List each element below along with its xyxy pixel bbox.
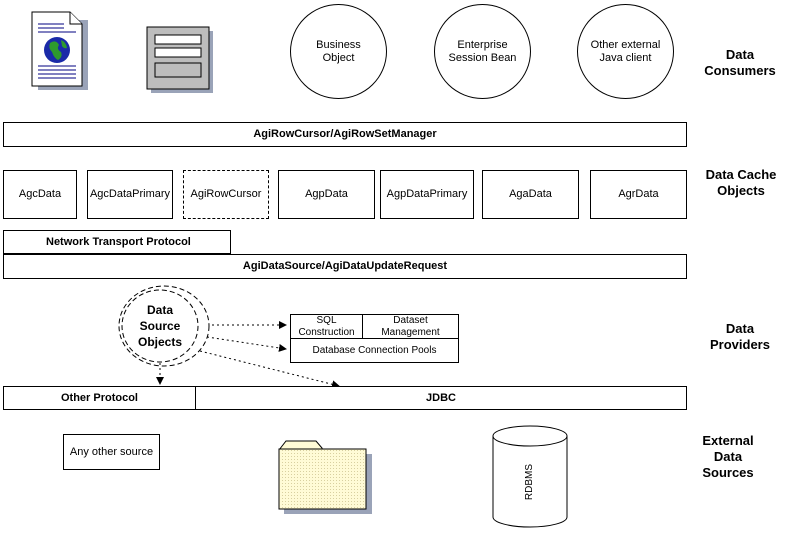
cache-agirowcursor: AgiRowCursor	[183, 170, 269, 219]
web-page-icon	[31, 11, 88, 90]
layer-label-consumers: Data Consumers	[704, 47, 776, 78]
provider-sql-construction: SQL Construction	[290, 314, 363, 339]
folder-icon	[278, 440, 372, 514]
layer-label-cache: Data Cache Objects	[705, 167, 777, 198]
cache-agrdata: AgrData	[590, 170, 687, 219]
provider-connection-pools: Database Connection Pools	[290, 338, 459, 363]
ds-objects-inner-ring	[121, 289, 199, 363]
layer-label-external: External Data Sources	[702, 433, 754, 480]
business-object-label: Business Object	[316, 38, 361, 64]
ds-objects-label: Data Source Objects	[137, 303, 182, 349]
ds-objects-outer-ring	[118, 285, 210, 367]
ejb-label: Enterprise Session Bean	[448, 38, 517, 64]
arrow-to-jdbc	[199, 350, 340, 389]
cache-agcdata: AgcData	[3, 170, 77, 219]
form-window-icon	[146, 26, 213, 93]
layer-label-providers: Data Providers	[710, 321, 770, 352]
business-object-node: Business Object	[290, 4, 387, 99]
cache-agpdataprimary: AgpDataPrimary	[380, 170, 474, 219]
arrow-to-pools	[206, 336, 287, 352]
rowcursor-manager-bar: AgiRowCursor/AgiRowSetManager	[3, 122, 687, 147]
datasource-update-request-bar: AgiDataSource/AgiDataUpdateRequest	[3, 254, 687, 279]
provider-dataset-management: Dataset Management	[362, 314, 459, 339]
java-client-node: Other external Java client	[577, 4, 674, 99]
any-other-source-box: Any other source	[63, 434, 160, 470]
network-transport-protocol-bar: Network Transport Protocol	[3, 230, 231, 254]
other-protocol-bar: Other Protocol	[3, 386, 196, 410]
cache-agcdataprimary: AgcDataPrimary	[87, 170, 173, 219]
cache-agpdata: AgpData	[278, 170, 375, 219]
jdbc-bar: JDBC	[195, 386, 687, 410]
java-client-label: Other external Java client	[590, 38, 661, 64]
rdbms-label: RDBMS	[524, 463, 535, 501]
ejb-node: Enterprise Session Bean	[434, 4, 531, 99]
database-cylinder-icon	[492, 425, 568, 528]
cache-agadata: AgaData	[482, 170, 579, 219]
